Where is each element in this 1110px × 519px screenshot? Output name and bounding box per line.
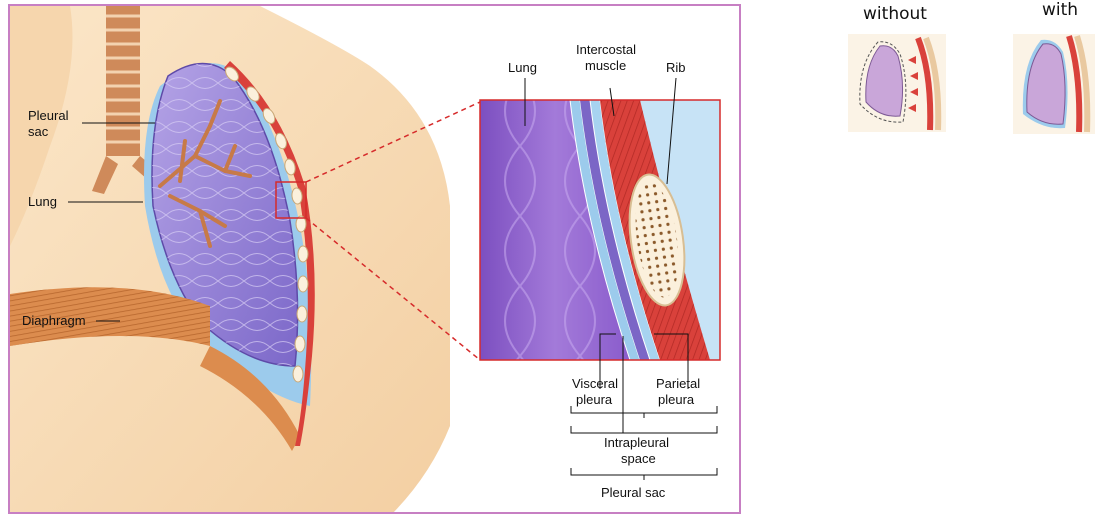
pleura-diagram: Pleural sac Lung Diaphragm Lung Intercos… <box>10 6 741 514</box>
label-diaphragm: Diaphragm <box>22 313 86 328</box>
zoom-panel <box>480 100 720 360</box>
label-rib: Rib <box>666 60 686 75</box>
label-pleural-sac-line2: sac <box>28 124 49 139</box>
label-intrapleural-line2: space <box>621 451 656 466</box>
thumb-title-with: with <box>1020 0 1100 20</box>
label-visceral-line2: pleura <box>576 392 613 407</box>
thumb-without-pleura <box>848 34 946 132</box>
main-figure-frame: Pleural sac Lung Diaphragm Lung Intercos… <box>8 4 741 514</box>
label-pleural-sac-line1: Pleural <box>28 108 69 123</box>
label-lung-zoom: Lung <box>508 60 537 75</box>
label-intercostal-line1: Intercostal <box>576 42 636 57</box>
thumb-with-pleura <box>1013 34 1095 134</box>
label-parietal-line1: Parietal <box>656 376 700 391</box>
label-visceral-line1: Visceral <box>572 376 618 391</box>
label-pleural-sac-bottom: Pleural sac <box>601 485 666 500</box>
thumb-title-without: without <box>855 4 935 24</box>
label-intrapleural-line1: Intrapleural <box>604 435 669 450</box>
label-intercostal-line2: muscle <box>585 58 626 73</box>
label-parietal-line2: pleura <box>658 392 695 407</box>
label-lung-left: Lung <box>28 194 57 209</box>
